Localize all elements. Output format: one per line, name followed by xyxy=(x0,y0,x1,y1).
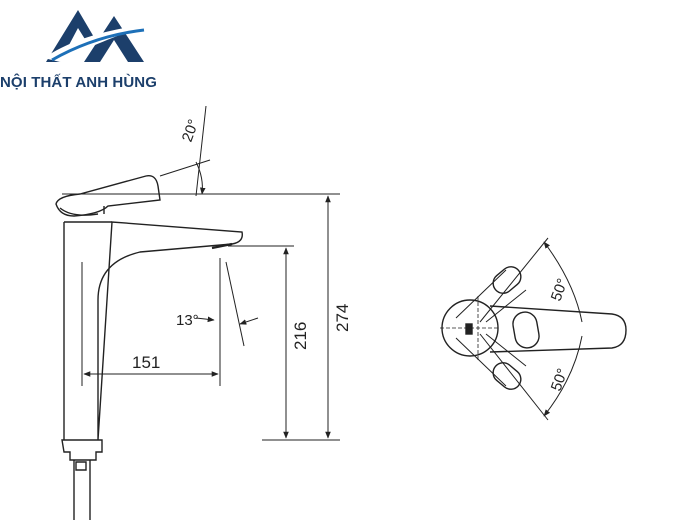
rotation-up-label: 50° xyxy=(548,276,572,303)
rotation-down-label: 50° xyxy=(548,366,572,393)
brand-logo-icon xyxy=(44,10,148,62)
reach-dimension-label: 151 xyxy=(132,353,160,372)
faucet-top-view xyxy=(440,266,627,390)
faucet-side-view xyxy=(55,175,243,520)
faucet-lever xyxy=(55,175,161,217)
spout-angle-label: 13° xyxy=(176,312,199,329)
lever-angle-label: 20° xyxy=(179,117,203,144)
brand-name: NỘI THẤT ANH HÙNG xyxy=(0,74,157,91)
total-height-label: 274 xyxy=(333,304,352,332)
spout-height-label: 216 xyxy=(291,322,310,350)
faucet-body xyxy=(63,221,243,441)
faucet-base xyxy=(61,439,103,461)
